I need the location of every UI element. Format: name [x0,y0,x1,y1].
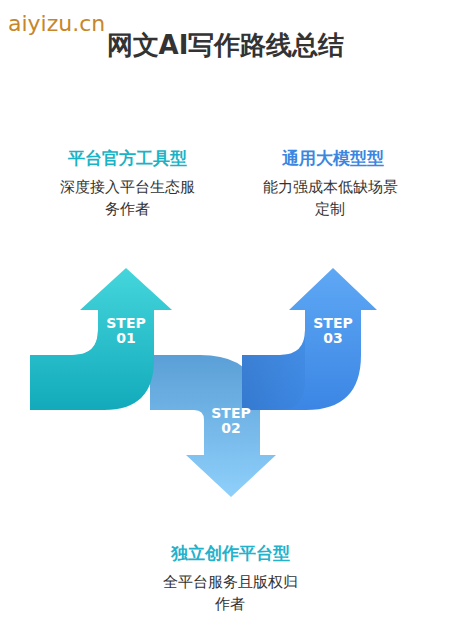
step-heading: 通用大模型型 [238,146,428,170]
step-arrow-node: STEP 01平台官方工具型深度接入平台生态服务作者 [80,268,172,410]
step-description: 全平台服务且版权归作者 [159,571,301,615]
band-step-3 [242,330,305,410]
step-heading: 独立创作平台型 [135,541,325,565]
step-heading: 平台官方工具型 [32,146,222,170]
step-arrow-node: STEP 03通用大模型型能力强成本低缺场景定制 [289,268,377,410]
step-number: STEP 01 [104,316,148,346]
step-number: STEP 03 [311,316,355,346]
arrow-step-1 [30,268,172,410]
step-number: STEP 02 [209,406,253,436]
step-arrow-node: STEP 02独立创作平台型全平台服务且版权归作者 [186,355,276,497]
step-description: 深度接入平台生态服务作者 [56,176,198,220]
step-description: 能力强成本低缺场景定制 [259,176,401,220]
arrow-step-3 [242,268,377,410]
watermark: aiyizu.cn [8,10,105,38]
